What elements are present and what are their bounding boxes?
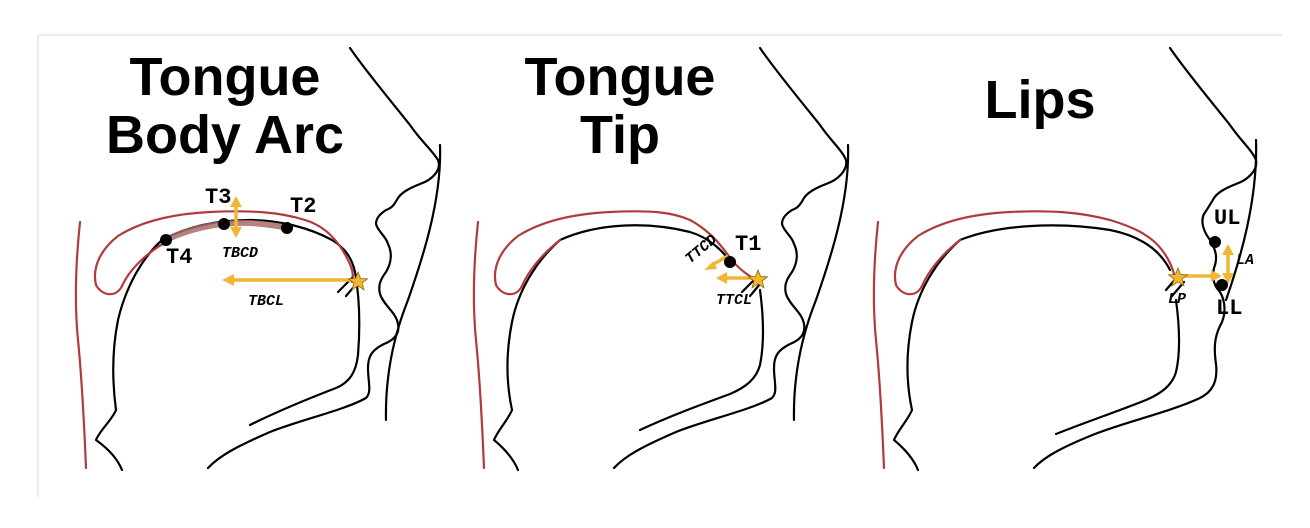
ul-label: UL xyxy=(1214,206,1240,231)
t3-label: T3 xyxy=(205,185,231,210)
lp-arrowhead xyxy=(1211,270,1222,282)
la-arrowhead-down xyxy=(1222,273,1234,284)
panel1-lower-jaw xyxy=(248,270,361,427)
t4-point xyxy=(160,234,172,246)
panel-lips: Lips UL LL LA LP xyxy=(872,46,1258,472)
panel2-palate xyxy=(493,210,762,287)
panel2-face-profile xyxy=(612,46,848,470)
la-arrowhead-up xyxy=(1222,244,1234,255)
tbcd-arrowhead-down xyxy=(230,227,242,238)
panel3-tongue-outline xyxy=(892,238,962,472)
tbcd-label: TBCD xyxy=(222,245,258,262)
tbcl-label: TBCL xyxy=(248,293,284,310)
panel1-pharynx-wall xyxy=(74,220,88,470)
t1-label: T1 xyxy=(735,232,761,257)
lp-label: LP xyxy=(1168,291,1186,308)
panel3-palate-inner xyxy=(894,238,962,296)
panel1-palate-inner xyxy=(94,238,172,296)
panel2-star-marker xyxy=(747,268,769,289)
panel1-neck xyxy=(384,143,442,422)
panel1-title-line2: Body Arc xyxy=(106,105,344,165)
panel1-face-profile xyxy=(206,46,440,470)
panel3-neck xyxy=(1224,138,1258,302)
panel3-pharynx-wall xyxy=(872,220,886,470)
ttcl-label: TTCL xyxy=(716,292,752,309)
la-label: LA xyxy=(1236,252,1254,269)
panel2-teeth xyxy=(740,278,762,298)
panel2-palate-inner xyxy=(494,238,562,296)
ll-point xyxy=(1216,279,1228,291)
panel3-palate xyxy=(893,210,1176,287)
ttcl-arrowhead xyxy=(716,272,727,284)
panel2-title-line1: Tongue xyxy=(525,47,716,107)
panel3-title: Lips xyxy=(984,70,1095,130)
panel2-tongue-upper xyxy=(558,224,732,264)
panel1-palate xyxy=(93,210,354,287)
panel1-tongue-outline xyxy=(94,238,164,472)
panel3-star-marker xyxy=(1167,266,1189,287)
panel1-tongue-arc xyxy=(163,219,291,243)
panel2-lower-jaw xyxy=(638,288,765,432)
panel1-star-marker xyxy=(347,270,369,291)
panel2-neck xyxy=(792,143,850,422)
ttcd-arrowhead xyxy=(704,261,717,270)
panel2-pharynx-wall xyxy=(472,220,486,470)
ll-label: LL xyxy=(1216,296,1242,321)
tbcd-arrowhead-up xyxy=(230,196,242,207)
panel3-tongue-upper xyxy=(958,224,1172,272)
panel3-lower-jaw xyxy=(1054,298,1181,436)
t2-label: T2 xyxy=(290,194,316,219)
panel-tongue-tip: Tongue Tip T1 TTCD TTCL xyxy=(472,46,850,472)
panel2-title-line2: Tip xyxy=(580,105,660,165)
t4-label: T4 xyxy=(166,245,192,270)
ul-point xyxy=(1209,236,1221,248)
panel2-tongue-outline xyxy=(492,238,562,472)
tbcl-arrowhead xyxy=(222,274,234,286)
t2-point xyxy=(281,222,293,234)
t3-point xyxy=(218,218,230,230)
panel1-title-line1: Tongue xyxy=(130,47,321,107)
panel-tongue-body-arc: Tongue Body Arc T4 T3 T2 TBCD TBCL xyxy=(74,46,442,472)
t1-point xyxy=(724,256,736,268)
